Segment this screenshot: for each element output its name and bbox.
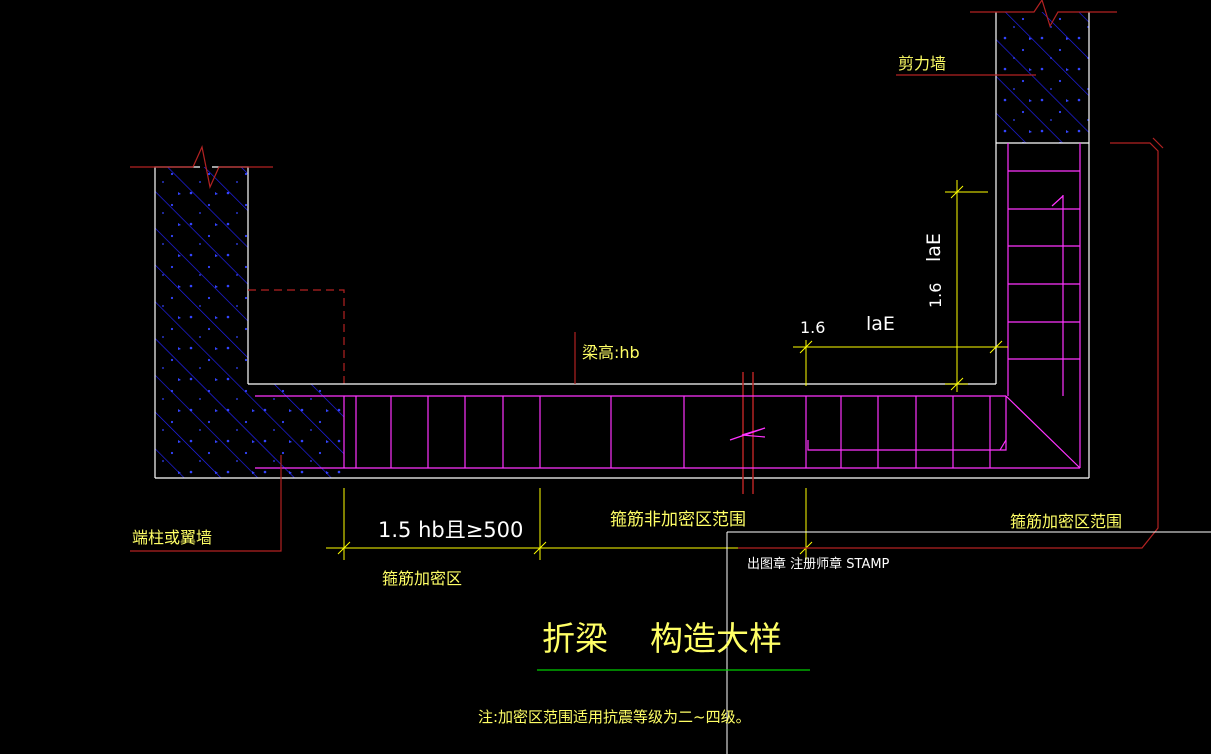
dim-laE-horizontal: laE [866, 313, 895, 335]
beam-height-label: 梁高:hb [582, 343, 640, 362]
break-line-right [970, 0, 1117, 28]
rebar [255, 143, 1081, 469]
shear-wall-label: 剪力墙 [898, 54, 946, 73]
stamp-label: 出图章 注册师章 STAMP [747, 556, 890, 572]
dim-1p6-horizontal: 1.6 [800, 318, 825, 337]
end-column-label: 端柱或翼墙 [132, 528, 212, 547]
dense-range-label: 箍筋加密区范围 [1010, 512, 1122, 531]
drawing-title: 折梁 构造大样 [542, 619, 782, 658]
non-dense-zone-label: 箍筋非加密区范围 [610, 510, 746, 530]
leader-lines [130, 74, 1164, 552]
end-column [130, 145, 345, 478]
text-labels: 剪力墙 端柱或翼墙 梁高:hb 1.6 laE 1.6 laE 1.5 hb且≥… [132, 54, 1122, 726]
dimensions [326, 180, 1008, 560]
dim-laE-vertical: laE [923, 233, 945, 262]
dense-zone-label: 箍筋加密区 [382, 569, 462, 588]
stamp-frame [726, 531, 1211, 754]
beam-break-symbol [729, 372, 766, 494]
shear-wall [970, 0, 1117, 144]
break-line-left [130, 145, 273, 189]
drawing-note: 注:加密区范围适用抗震等级为二~四级。 [478, 708, 751, 726]
dense-length-label: 1.5 hb且≥500 [378, 518, 523, 542]
dashed-column-outline [248, 289, 345, 384]
dim-1p6-vertical: 1.6 [926, 283, 945, 308]
beam-outline [155, 143, 1090, 479]
